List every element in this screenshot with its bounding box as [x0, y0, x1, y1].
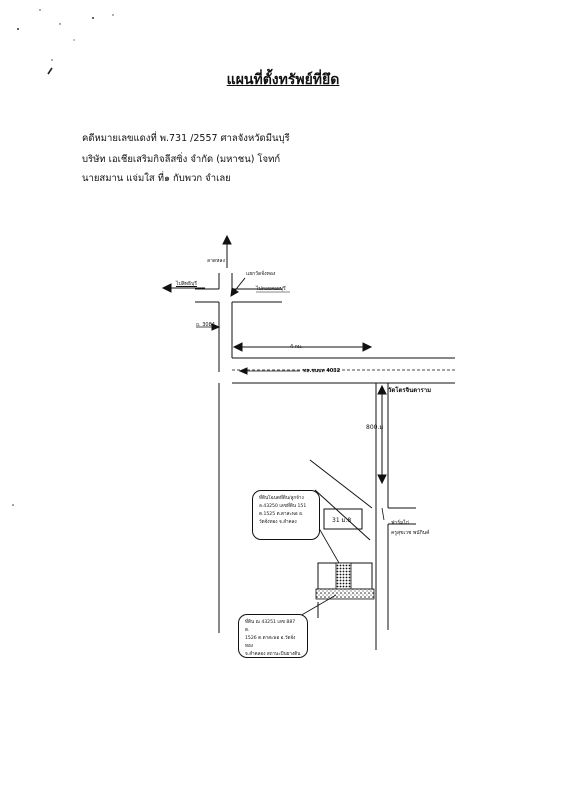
callout-top-line: ล.43250 เลขที่ดิน 151: [259, 504, 307, 509]
label-road-4032: ทล.ชนบท 4032: [303, 368, 341, 374]
callout-top: ที่ดินโฉนดที่ดิน/ลูกจ้าง ล.43250 เลขที่ด…: [252, 490, 320, 540]
page-title: แผนที่ตั้งทรัพย์ที่ยึด: [226, 72, 340, 88]
callout-bottom-line: 1526 ต.ตาสะพอ อ.วัดจั่งทอง: [245, 636, 296, 649]
west-arrow: [161, 283, 172, 293]
label-house-number: 31 ม.8: [332, 517, 352, 524]
label-east-place: ไปดอยสอยบุรี: [256, 286, 286, 292]
label-route-3084: ถ. 3084: [196, 322, 215, 328]
label-temple: วัดโตรจินดาราม: [388, 387, 432, 394]
callout-bottom-line: ที่ดิน ณ 43251 เลข 887 ต.: [245, 620, 296, 633]
label-west-place: ไปสิทธิบุรี: [176, 281, 197, 287]
scan-specks: [12, 9, 114, 506]
callout-top-line: วัดจั่งทอง จ.ลำคลง: [259, 520, 297, 525]
callout-bottom-line: จ.ลำคลอง สถานะปีนยางดิน: [245, 652, 301, 657]
callout-top-line: ต.1525 ต.ตาสะพอ อ.: [259, 512, 304, 517]
callout-top-line: ที่ดินโฉนดที่ดิน/ลูกจ้าง: [259, 496, 304, 501]
label-junction: แยกวัดจั่งทอง: [246, 271, 276, 277]
distance-arrow-800m: [377, 474, 387, 485]
callout-bottom: ที่ดิน ณ 43251 เลข 887 ต. 1526 ต.ตาสะพอ …: [238, 614, 308, 658]
label-north-place: ลาดหลง: [207, 258, 225, 264]
plaintiff-line: บริษัท เอเชียเสริมกิจลีสซิ่ง จำกัด (มหาช…: [82, 154, 281, 165]
case-number-line: คดีหมายเลขแดงที่ พ.731 /2557 ศาลจังหวัดม…: [82, 133, 290, 144]
seized-plot: [335, 562, 352, 590]
label-right-area-1: ฟาร์มไก่: [391, 520, 409, 526]
label-right-area-2: ครูสุขเวช พนักินค์: [391, 530, 430, 536]
defendant-line: นายสมาน แจ่มใส ที่๑ กับพวก จำเลย: [82, 173, 231, 184]
gravel-strip: [315, 588, 375, 600]
junction-pointer: [230, 287, 239, 297]
distance-arrow-4km: [362, 342, 373, 352]
north-arrow: [222, 234, 232, 245]
label-distance-800m: 800.ม: [366, 424, 384, 431]
label-distance-4km: 4 กม.: [290, 344, 303, 350]
scan-mark: [47, 67, 53, 75]
house-box: [323, 508, 363, 530]
